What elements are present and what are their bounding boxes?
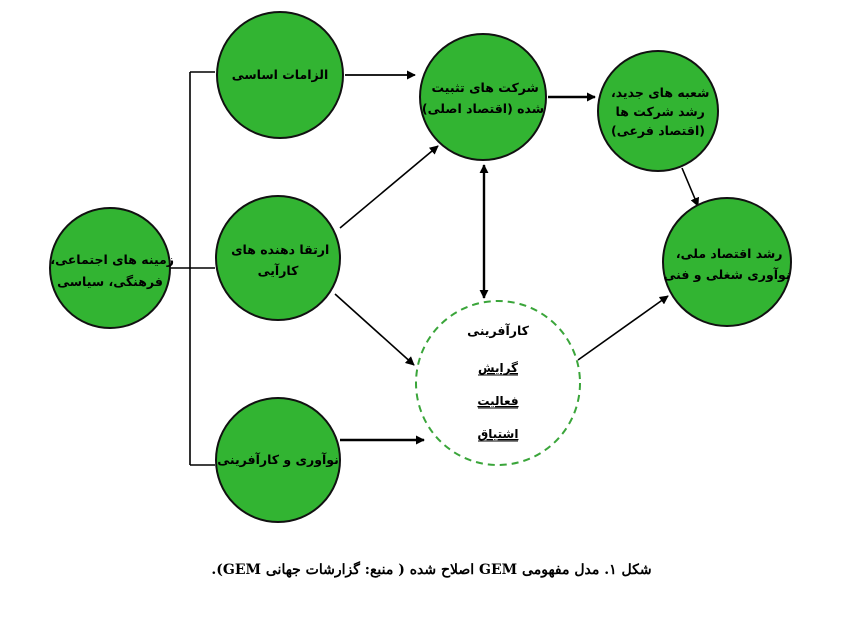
edge-efficiency-to-established xyxy=(339,145,439,229)
svg-text:فعالیت: فعالیت xyxy=(477,394,518,408)
svg-text:شرکت های تثبیت شده (اقتص: شرکت های تثبیت شده (اقتصاد اصلی) xyxy=(422,80,544,116)
svg-text:شعبه های جدید، رشد شرکت: شعبه های جدید، رشد شرکت ها (اقتصاد فرعی) xyxy=(607,85,710,138)
node-context: زمینه های اجتماعی، فرهنگی، سیاسی xyxy=(46,207,174,329)
entrepreneurship-item-aspiration: اشتیاق xyxy=(478,427,519,441)
node-national-growth: رشد اقتصاد ملی، نوآوری شغلی و فنی xyxy=(662,197,792,327)
node-innovation-entrepreneurship-line-1: نوآوری و کارآفرینی xyxy=(217,452,339,467)
node-basic-requirements-line-1: الزامات اساسی xyxy=(232,67,329,82)
edge-branches-to-growth xyxy=(681,167,700,207)
node-new-branches-line-3: (اقتصاد فرعی) xyxy=(611,123,705,138)
edge-context-trunk xyxy=(168,71,215,466)
edge-efficiency-to-entrepreneurship xyxy=(334,293,415,366)
node-innovation-entrepreneurship: نوآوری و کارآفرینی xyxy=(215,397,341,523)
svg-text:اشتیاق: اشتیاق xyxy=(478,427,519,441)
edges xyxy=(168,70,700,466)
node-basic-requirements: الزامات اساسی xyxy=(216,11,344,139)
node-entrepreneurship: کارآفرینی گرایش فعالیت اشتیاق xyxy=(415,300,581,466)
entrepreneurship-item-attitude: گرایش xyxy=(478,361,518,375)
node-established-firms-line-2: شده (اقتصاد اصلی) xyxy=(422,101,544,116)
node-established-firms-line-1: شرکت های تثبیت xyxy=(432,80,539,95)
entrepreneurship-item-activity: فعالیت xyxy=(477,394,518,408)
node-efficiency-enhancers-line-2: کارآیی xyxy=(258,263,300,278)
node-new-branches-line-2: رشد شرکت ها xyxy=(616,104,705,119)
svg-text:الزامات اساسی: الزامات اساسی xyxy=(232,67,329,82)
node-established-firms: شرکت های تثبیت شده (اقتصاد اصلی) xyxy=(419,33,547,161)
node-efficiency-enhancers: ارتقا دهنده های کارآیی xyxy=(215,195,341,321)
entrepreneurship-title: کارآفرینی xyxy=(467,323,530,338)
svg-text:نوآوری و کارآفرینی: نوآوری و کارآفرینی xyxy=(217,452,339,467)
svg-text:رشد اقتصاد ملی، نوآوری ش: رشد اقتصاد ملی، نوآوری شغلی و فنی xyxy=(663,246,790,282)
svg-text:کارآفرینی: کارآفرینی xyxy=(467,323,530,338)
node-efficiency-enhancers-line-1: ارتقا دهنده های xyxy=(231,242,329,257)
svg-text:زمینه های اجتماعی، فرهنگ: زمینه های اجتماعی، فرهنگی، سیاسی xyxy=(46,252,174,289)
node-context-line-2: فرهنگی، سیاسی xyxy=(57,274,163,289)
node-context-line-1: زمینه های اجتماعی، xyxy=(50,252,174,267)
node-new-branches: شعبه های جدید، رشد شرکت ها (اقتصاد فرعی) xyxy=(597,50,719,172)
svg-text:گرایش: گرایش xyxy=(478,361,518,375)
figure-caption: شکل ۱. مدل مفهومی GEM اصلاح شده ( منبع: … xyxy=(211,562,652,578)
node-national-growth-line-2: نوآوری شغلی و فنی xyxy=(663,267,790,282)
svg-text:ارتقا دهنده های کارآیی: ارتقا دهنده های کارآیی xyxy=(227,242,330,278)
node-national-growth-line-1: رشد اقتصاد ملی، xyxy=(676,246,783,261)
edge-entrepreneurship-to-growth xyxy=(577,295,669,361)
node-new-branches-line-1: شعبه های جدید، xyxy=(611,85,709,100)
